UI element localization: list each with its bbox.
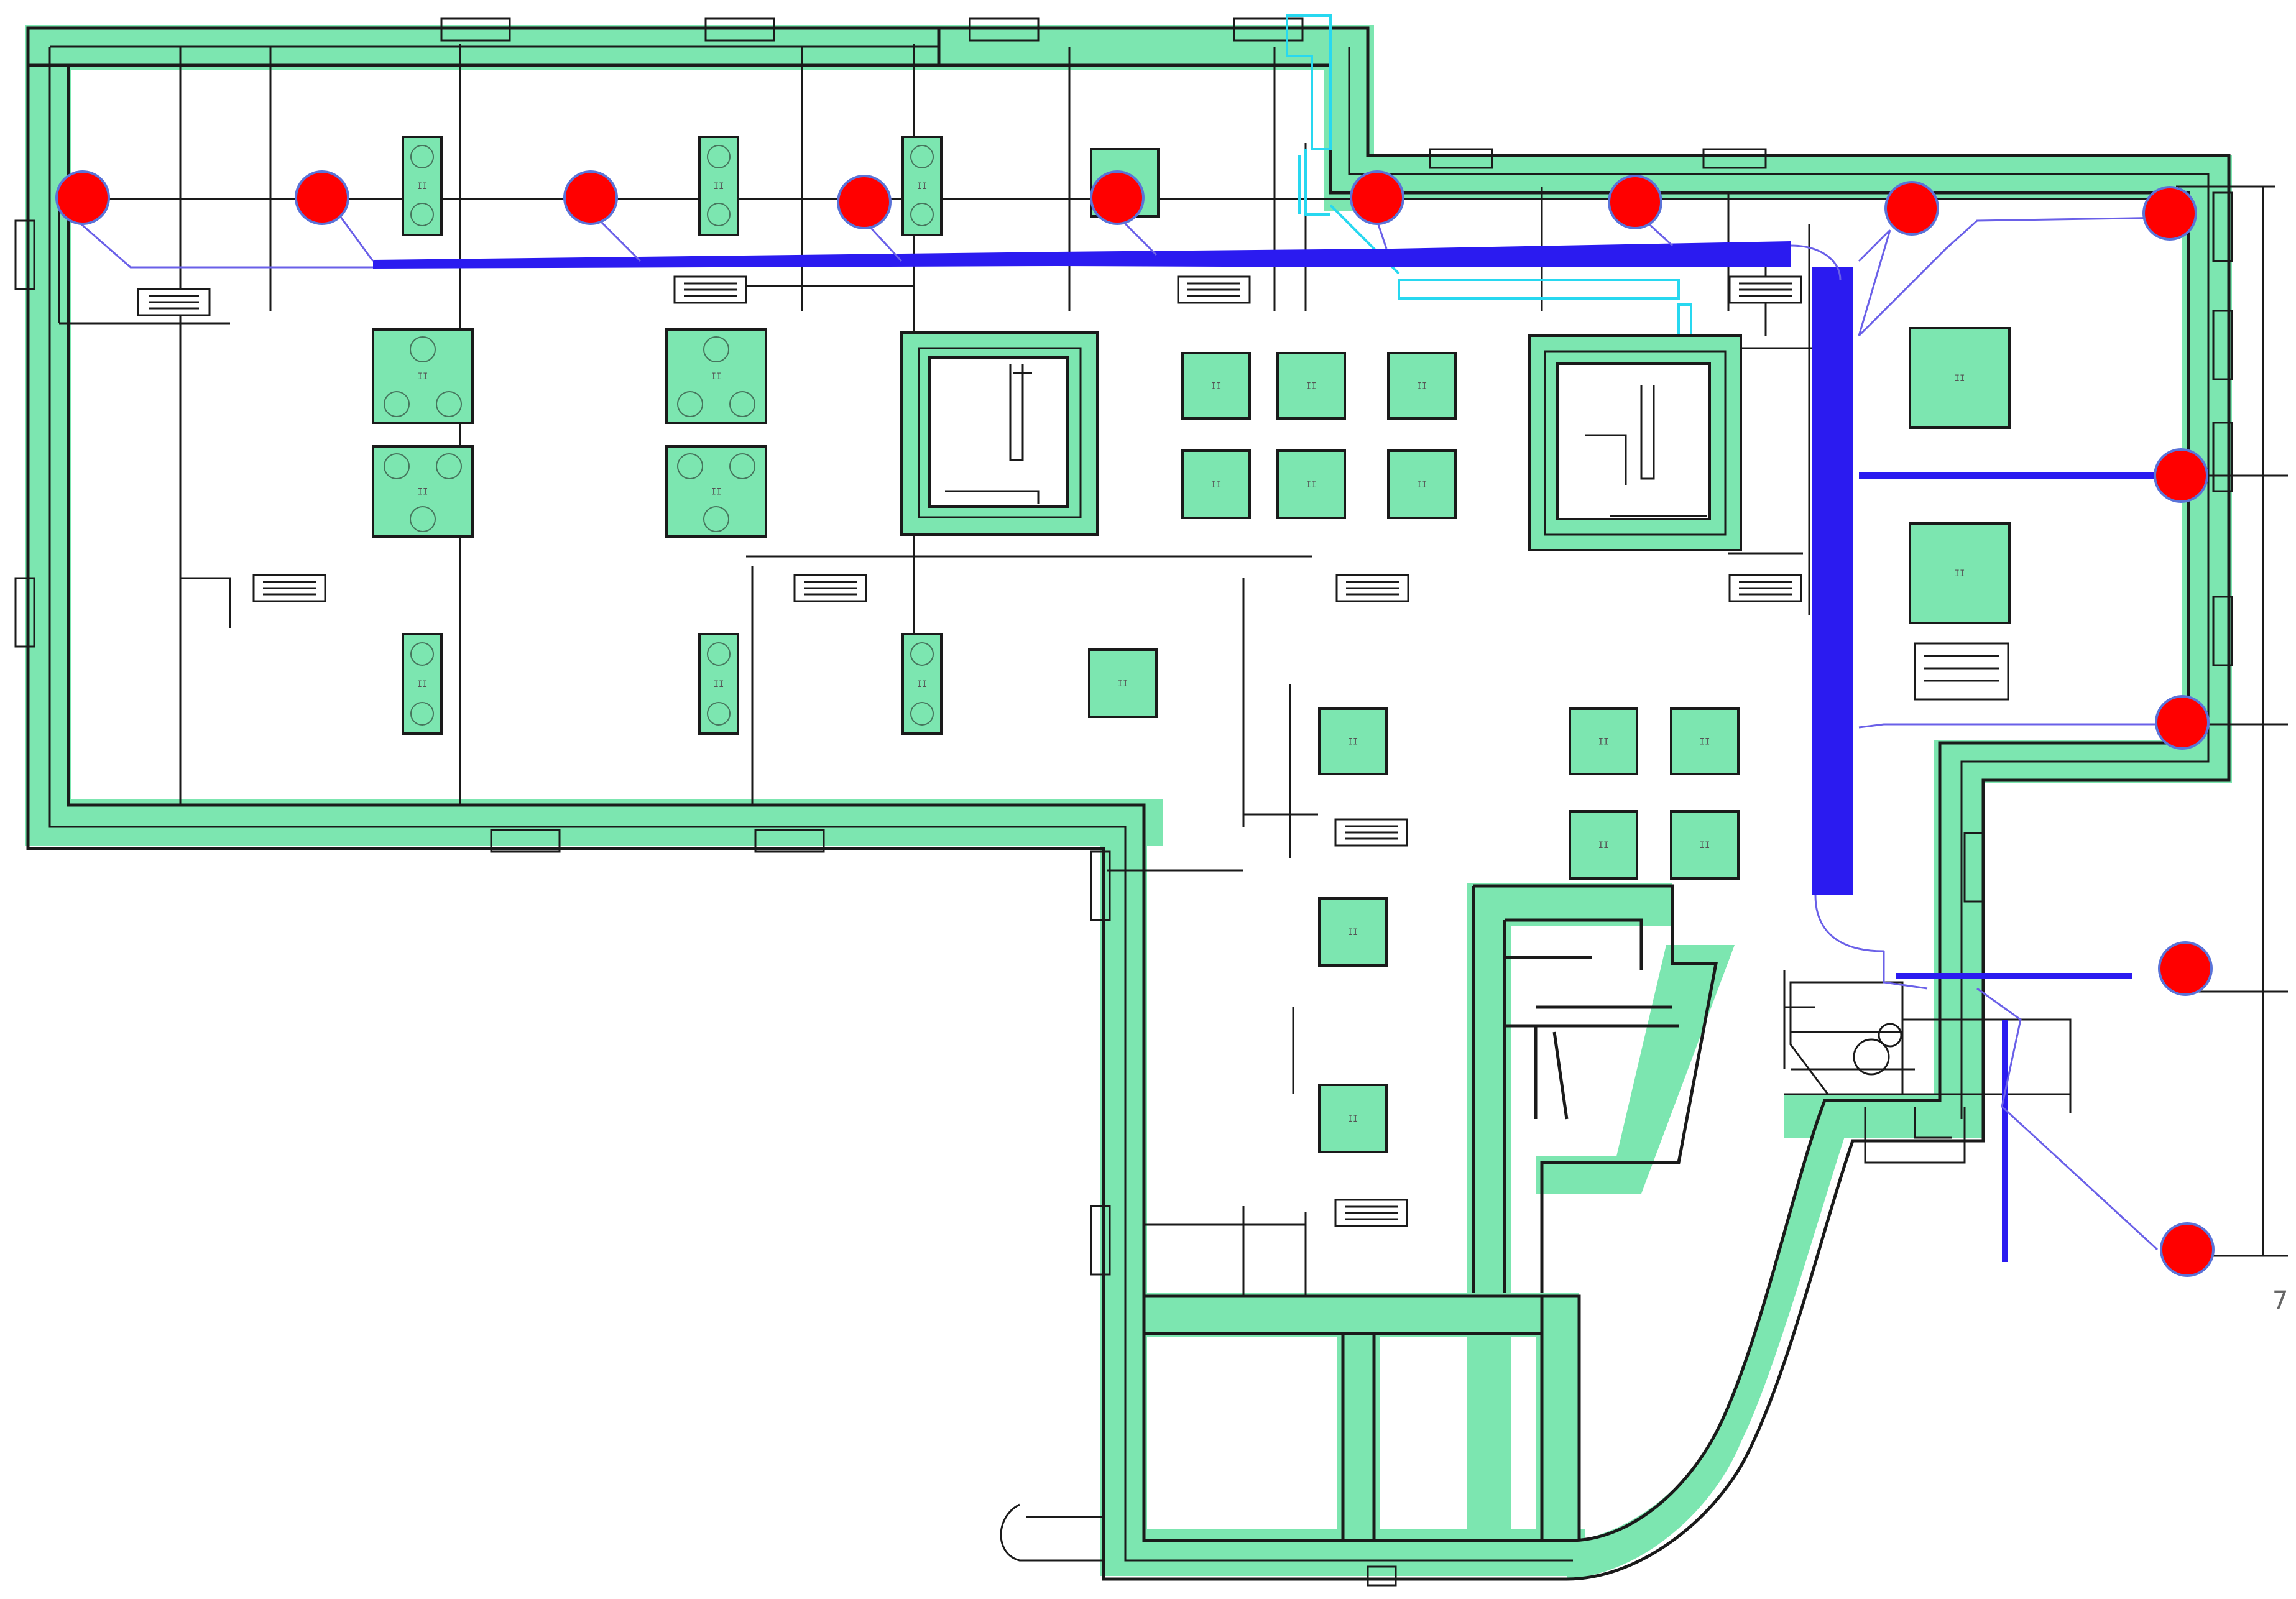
column-square: [1181, 449, 1251, 519]
column-square: [1276, 449, 1346, 519]
marker-leaders: [80, 210, 2170, 1251]
column-tag: II: [418, 372, 428, 382]
wall-band-curve: [1567, 1094, 1859, 1579]
column-tag: II: [1118, 679, 1128, 689]
columns: [372, 136, 2011, 1153]
outer-wall-main: [26, 26, 2231, 1581]
inner-wall-main: [67, 63, 2190, 1542]
column-tag: II: [1348, 928, 1358, 938]
column-tag: II: [1211, 382, 1222, 392]
column-tag: II: [711, 487, 722, 497]
column-large: [665, 445, 767, 538]
red-marker: [1608, 175, 1662, 229]
red-marker: [55, 170, 110, 225]
red-marker: [295, 170, 349, 225]
wall-band-right-lower: [1934, 740, 1983, 1138]
top-partition: [26, 26, 941, 67]
red-marker: [563, 170, 618, 225]
column-tag: II: [1417, 382, 1427, 392]
red-marker: [2155, 695, 2210, 750]
wall-niches: [14, 17, 2233, 1587]
red-marker: [2142, 186, 2197, 241]
red-marker: [837, 175, 892, 229]
red-marker: [1090, 170, 1145, 225]
column-tag: II: [1598, 841, 1609, 850]
column-tag: II: [1306, 480, 1317, 490]
column-square: [1670, 810, 1740, 880]
column-large-right: [1909, 522, 2011, 624]
column-large: [372, 328, 474, 424]
stair-detail: [1789, 951, 1928, 1095]
column-tag: II: [418, 487, 428, 497]
column-tall: [402, 136, 443, 236]
column-tag: II: [1306, 382, 1317, 392]
stair-cluster: [1472, 884, 1718, 1293]
column-tag: II: [1700, 737, 1710, 747]
column-square: [1276, 352, 1346, 420]
column-large: [665, 328, 767, 424]
column-square: [1569, 810, 1638, 880]
wall-outline-group: [14, 17, 2233, 1587]
main-duct-vertical: [1812, 267, 1853, 895]
inner-wall-offset: [48, 45, 2210, 1562]
wall-band-left: [25, 25, 71, 846]
column-tag: II: [714, 680, 724, 689]
column-square: [1387, 352, 1457, 420]
column-square: [1181, 352, 1251, 420]
column-tag: II: [1417, 480, 1427, 490]
column-tall: [698, 136, 739, 236]
column-large-right: [1909, 327, 2011, 429]
column-tall: [402, 633, 443, 735]
corner-label: 7: [2272, 1286, 2288, 1315]
wall-band-top-mid: [926, 25, 1374, 70]
bottom-jog: [1000, 1503, 1104, 1562]
column-tag: II: [711, 372, 722, 382]
column-square: [1387, 449, 1457, 519]
wall-band-diagonal: [1536, 945, 1735, 1194]
wall-band-wing-left: [1100, 799, 1147, 1576]
column-tall: [901, 136, 943, 236]
core-left: [900, 331, 1099, 536]
column-square: [1670, 707, 1740, 775]
core-right: [1528, 334, 1742, 551]
red-marker: [1350, 170, 1404, 225]
column-tag: II: [1598, 737, 1609, 747]
wall-band-group: [25, 25, 2232, 1579]
column-tag: II: [1348, 1114, 1358, 1124]
column-tag: II: [1955, 569, 1965, 579]
marker-layer: [55, 170, 2215, 1277]
column-tag: II: [917, 182, 928, 191]
red-marker: [2160, 1222, 2215, 1277]
column-tag: II: [1955, 374, 1965, 384]
duct-run: [373, 241, 2157, 1262]
column-tags: II II II II II II II II II II II II II II II II II II II II…: [417, 178, 1965, 1124]
column-square: [1318, 1084, 1388, 1153]
column-tag: II: [714, 182, 724, 191]
wing-rooms: [1144, 1294, 1581, 1541]
tag-boxes: [137, 275, 2009, 1227]
red-marker: [2158, 941, 2213, 996]
column-square: [1569, 707, 1638, 775]
column-square: [1088, 648, 1158, 718]
column-tag: II: [917, 680, 928, 689]
column-tall: [698, 633, 739, 735]
column-square: [1318, 707, 1388, 775]
red-marker: [2154, 448, 2208, 503]
column-square: [1318, 897, 1388, 967]
column-tag: II: [417, 182, 428, 191]
column-tag: II: [417, 680, 428, 689]
main-duct-horizontal: [373, 241, 1791, 269]
column-tag: II: [1700, 841, 1710, 850]
column-tag: II: [1348, 737, 1358, 747]
column-tag: II: [1211, 480, 1222, 490]
column-large: [372, 445, 474, 538]
duct-elbow: [1790, 244, 1884, 952]
red-marker: [1884, 181, 1939, 236]
column-tall: [901, 633, 943, 735]
